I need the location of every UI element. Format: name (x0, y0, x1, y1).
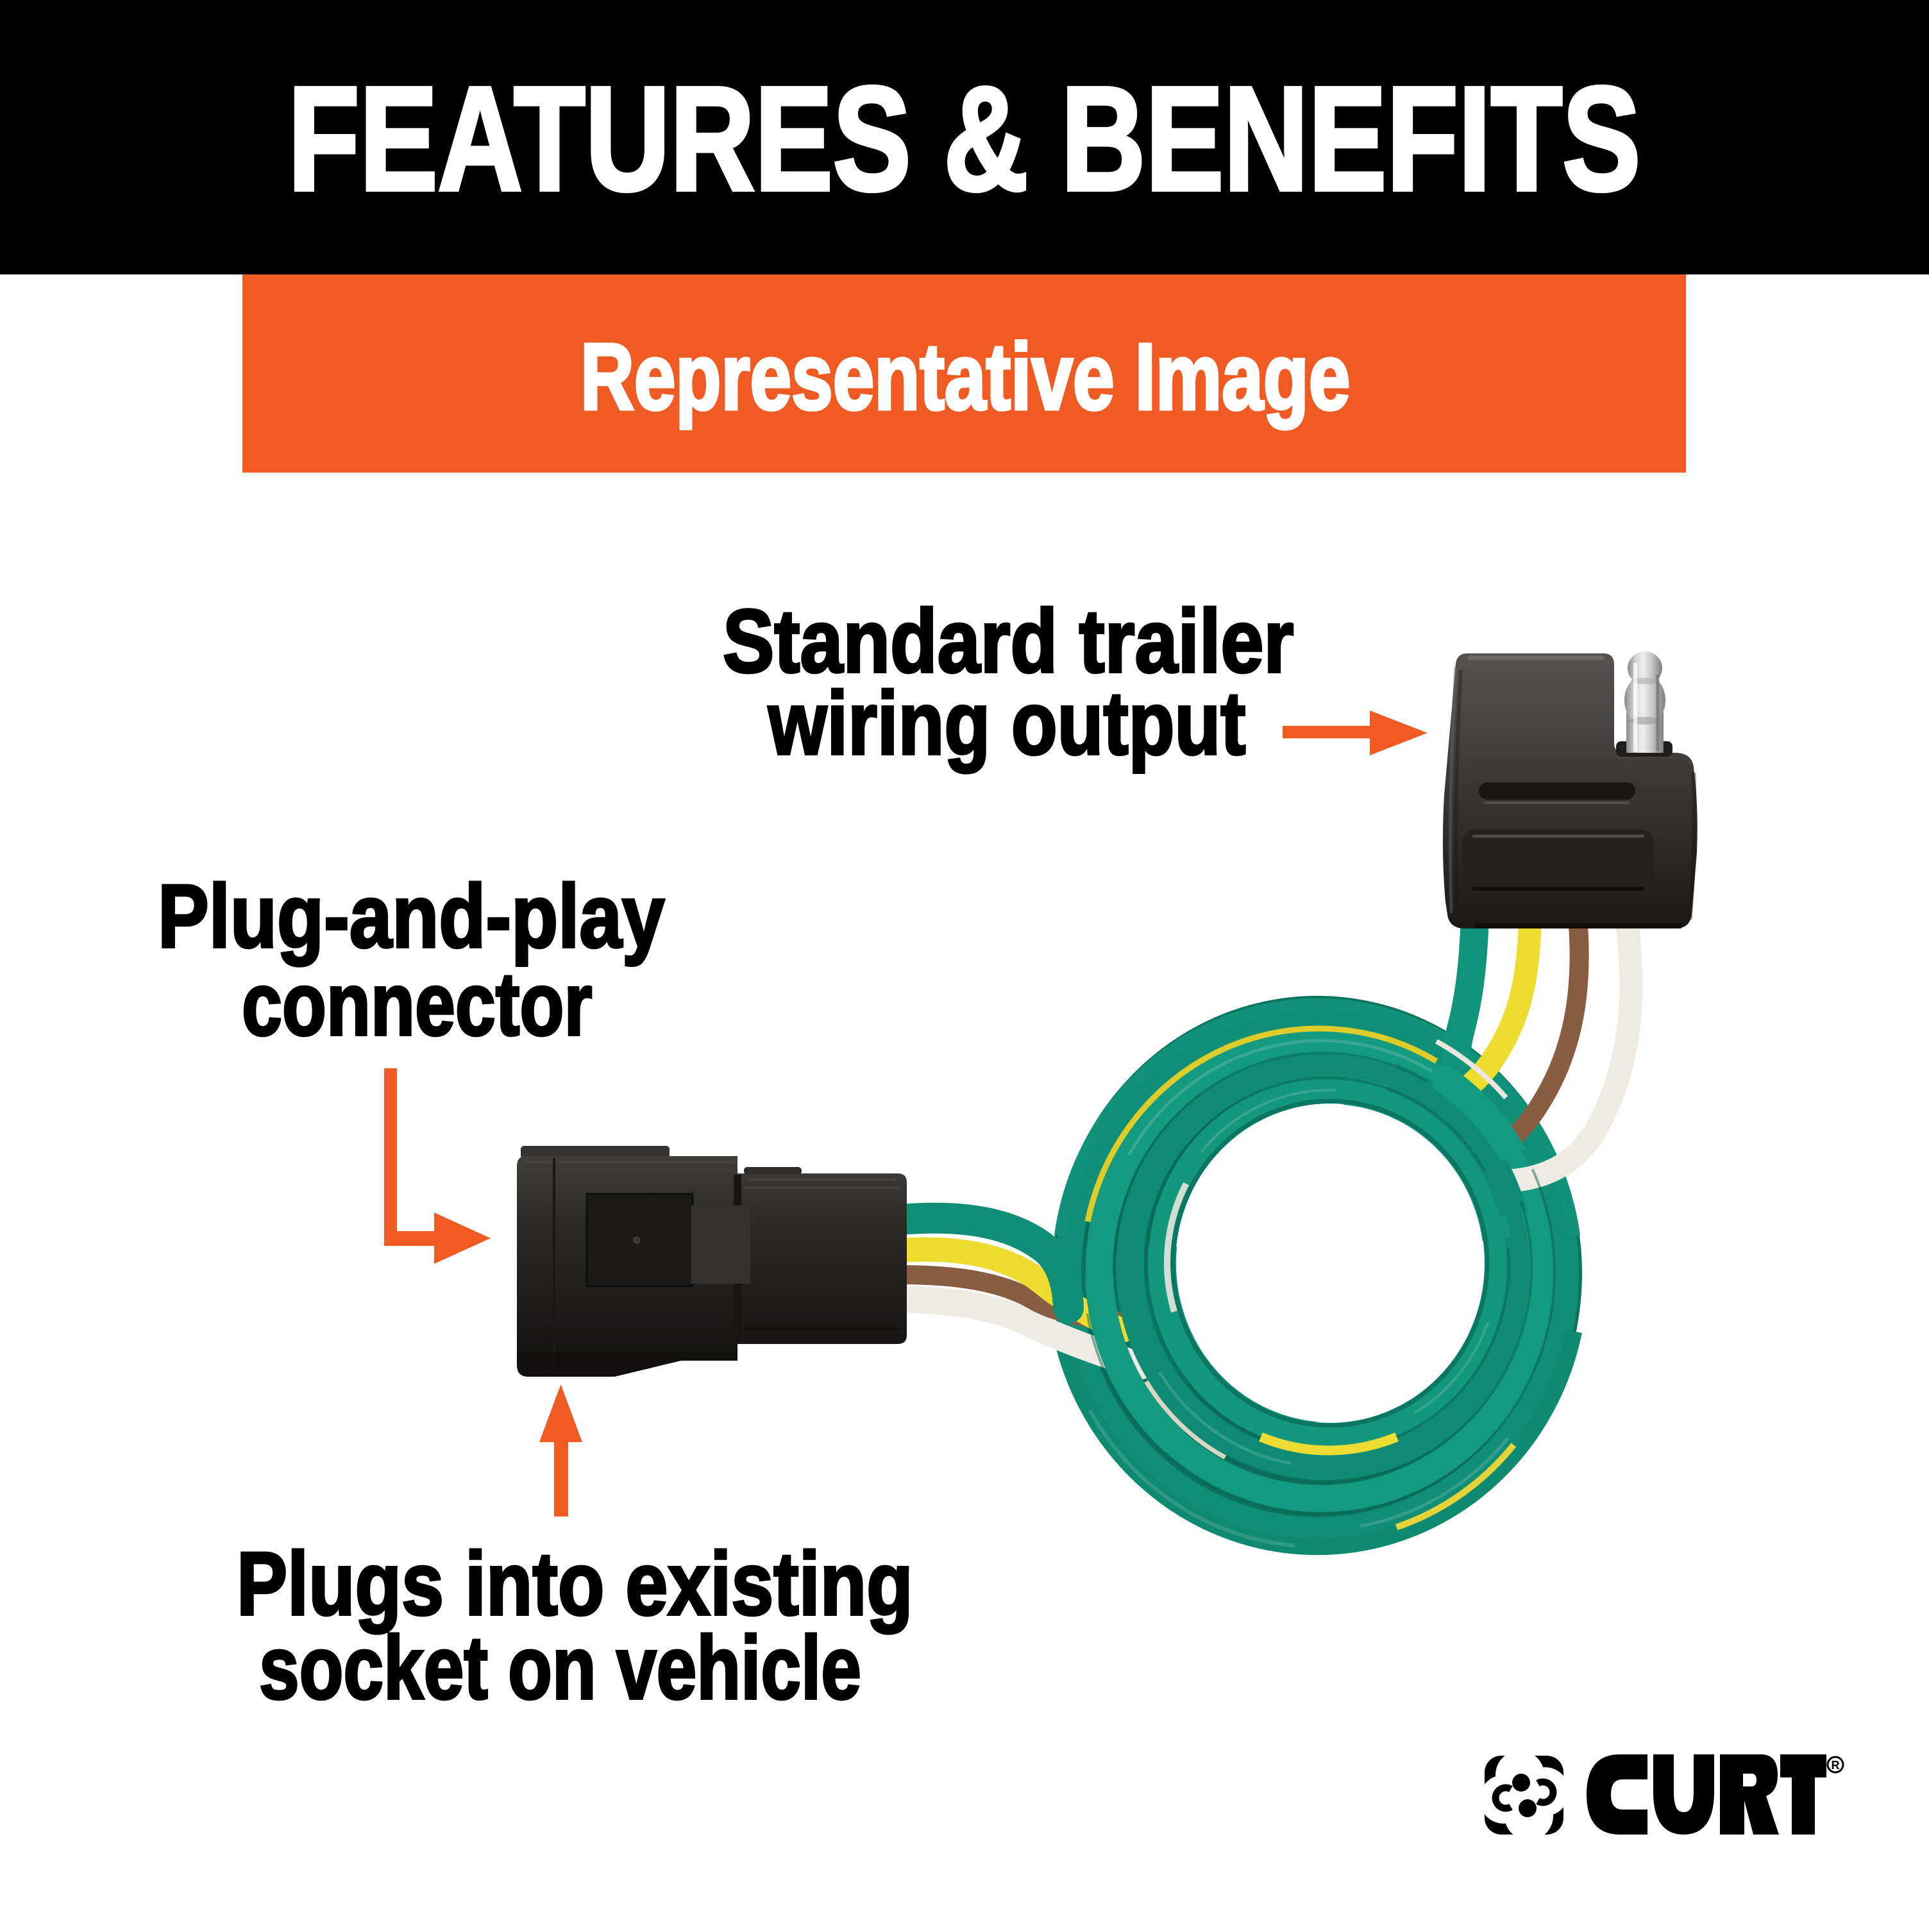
svg-text:R: R (1832, 1759, 1840, 1772)
svg-text:Plug-and-play: Plug-and-play (158, 866, 664, 966)
svg-text:socket on vehicle: socket on vehicle (259, 1617, 861, 1717)
svg-text:FEATURES & BENEFITS: FEATURES & BENEFITS (288, 56, 1640, 222)
svg-text:wiring output: wiring output (768, 673, 1245, 773)
svg-text:Representative Image: Representative Image (580, 324, 1350, 430)
svg-text:Plugs into existing: Plugs into existing (237, 1534, 913, 1634)
svg-text:connector: connector (242, 953, 592, 1054)
svg-text:Standard trailer: Standard trailer (723, 591, 1293, 692)
